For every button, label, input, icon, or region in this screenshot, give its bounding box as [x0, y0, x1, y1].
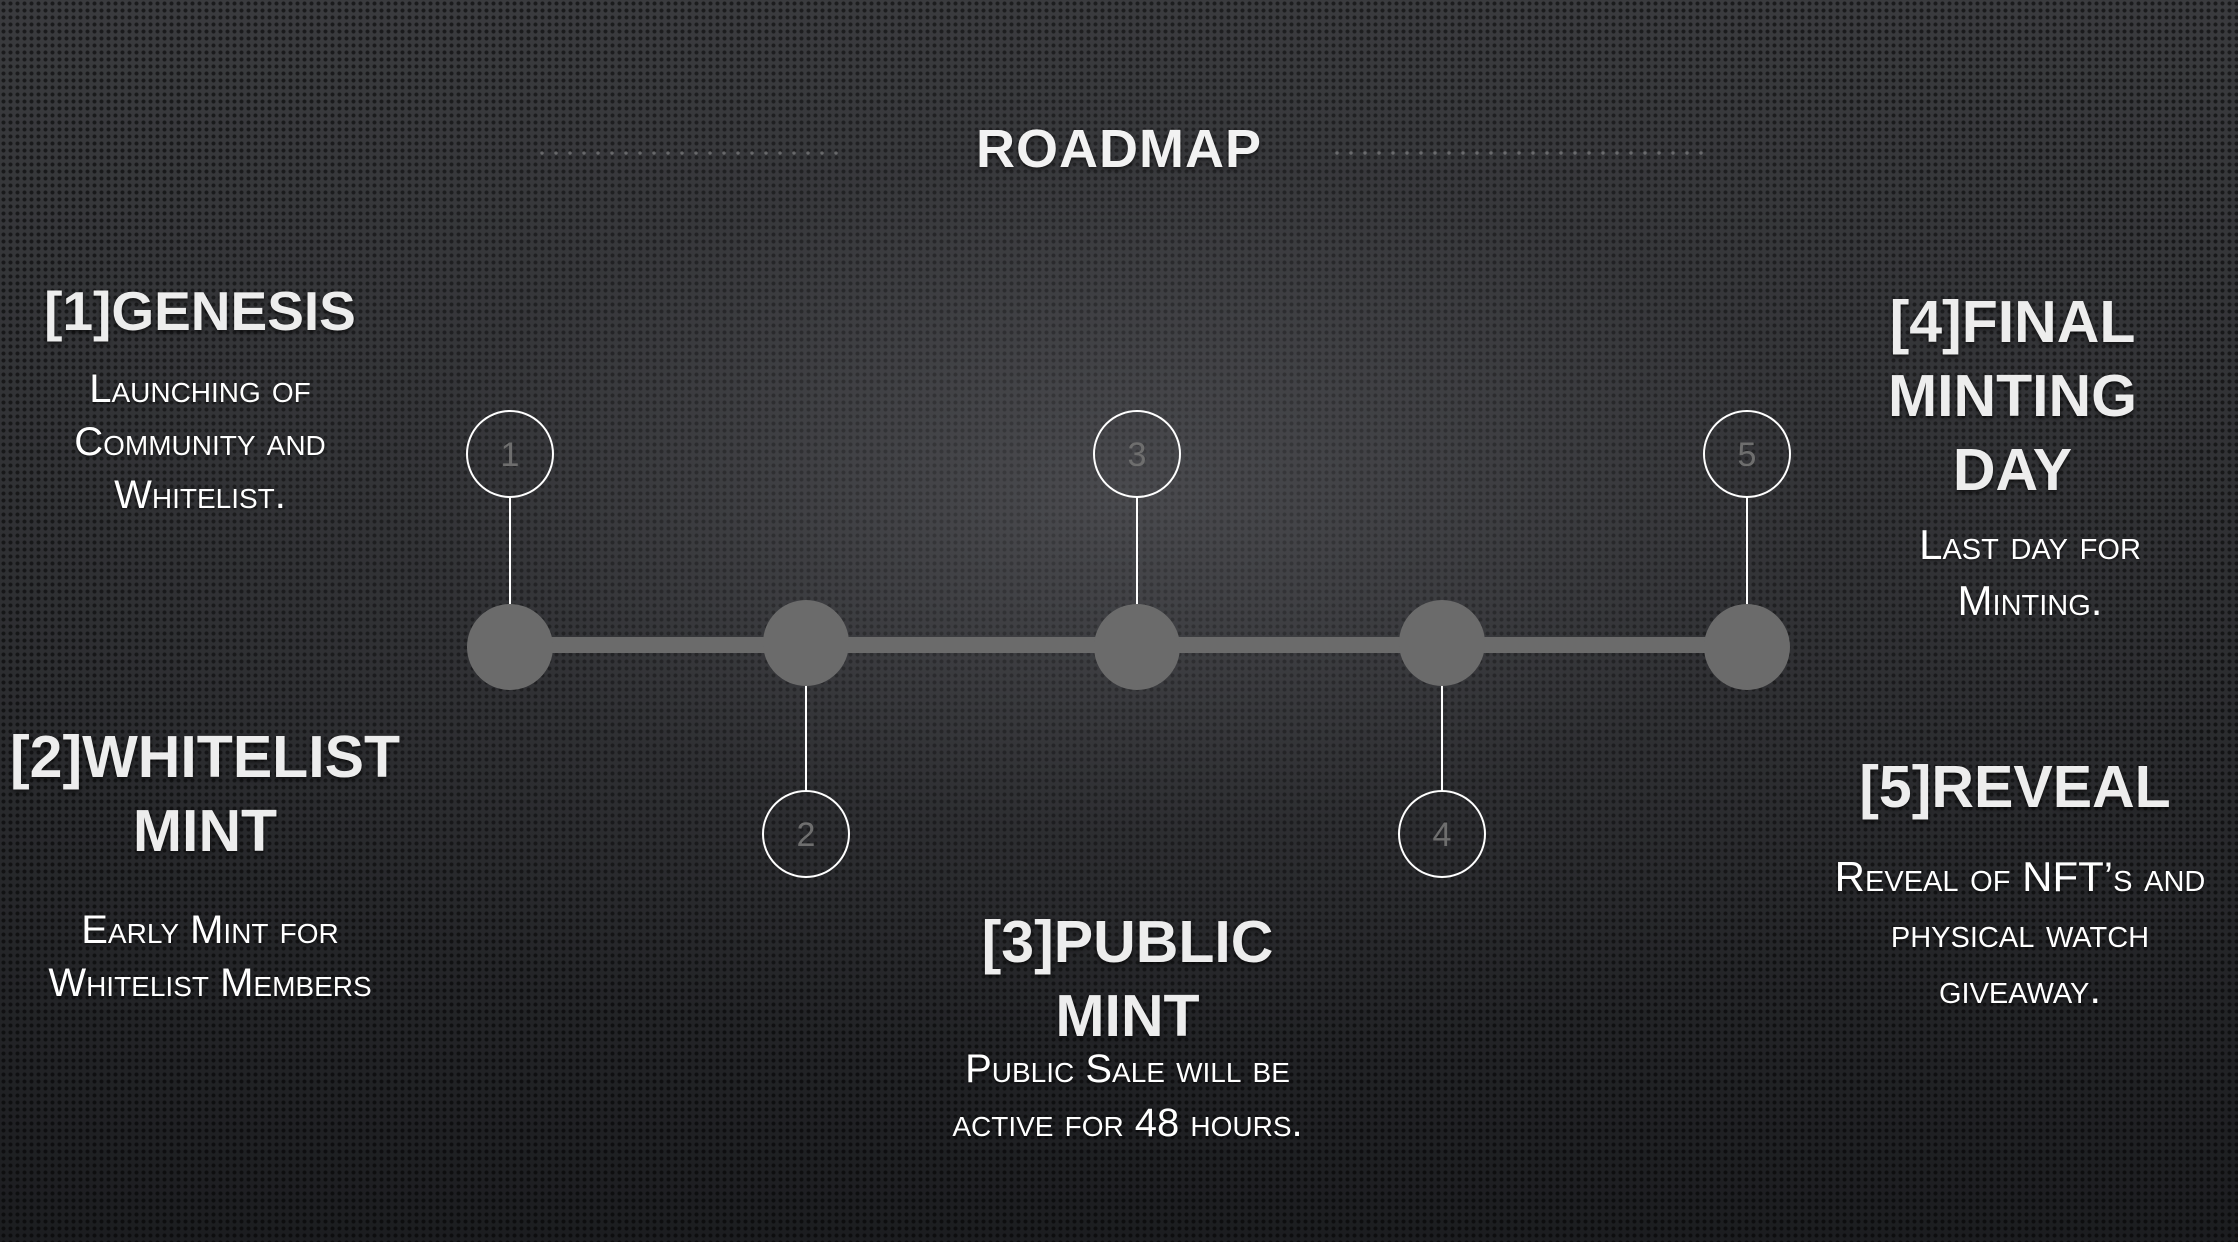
marker-3: 3 [1093, 410, 1181, 498]
phase-2-heading: [2]WHITELIST MINT [10, 724, 401, 864]
timeline-node-4 [1399, 600, 1485, 686]
marker-4-label: 4 [1433, 816, 1452, 854]
marker-3-label: 3 [1128, 436, 1147, 474]
marker-5-label: 5 [1738, 436, 1757, 474]
timeline-node-2 [763, 600, 849, 686]
marker-1: 1 [466, 410, 554, 498]
phase-3-heading: [3]PUBLIC MINT [981, 909, 1274, 1049]
phase-2-description: Early Mint for Whitelist Members [48, 908, 372, 1005]
phase-5-description: Reveal of NFT’s and physical watch givea… [1834, 853, 2206, 1012]
marker-1-label: 1 [501, 436, 520, 474]
phase-1-heading: [1]GENESIS [44, 280, 356, 342]
phase-4-description: Last day for Minting. [1919, 521, 2141, 624]
title-divider-right [1330, 151, 1705, 155]
marker-2-label: 2 [797, 816, 816, 854]
phase-1-description: Launching of Community and Whitelist. [74, 367, 326, 517]
phase-3-description: Public Sale will be active for 48 hours. [952, 1047, 1303, 1145]
phase-5-heading: [5]REVEAL [1859, 754, 2171, 820]
phase-4-heading: [4]FINAL MINTING DAY [1887, 289, 2138, 503]
timeline-node-1 [467, 604, 553, 690]
marker-2: 2 [762, 790, 850, 878]
title-divider-left [535, 151, 845, 155]
marker-4: 4 [1398, 790, 1486, 878]
timeline-node-3 [1094, 604, 1180, 690]
timeline-node-5 [1704, 604, 1790, 690]
marker-5: 5 [1703, 410, 1791, 498]
page-title: ROADMAP [976, 119, 1262, 179]
